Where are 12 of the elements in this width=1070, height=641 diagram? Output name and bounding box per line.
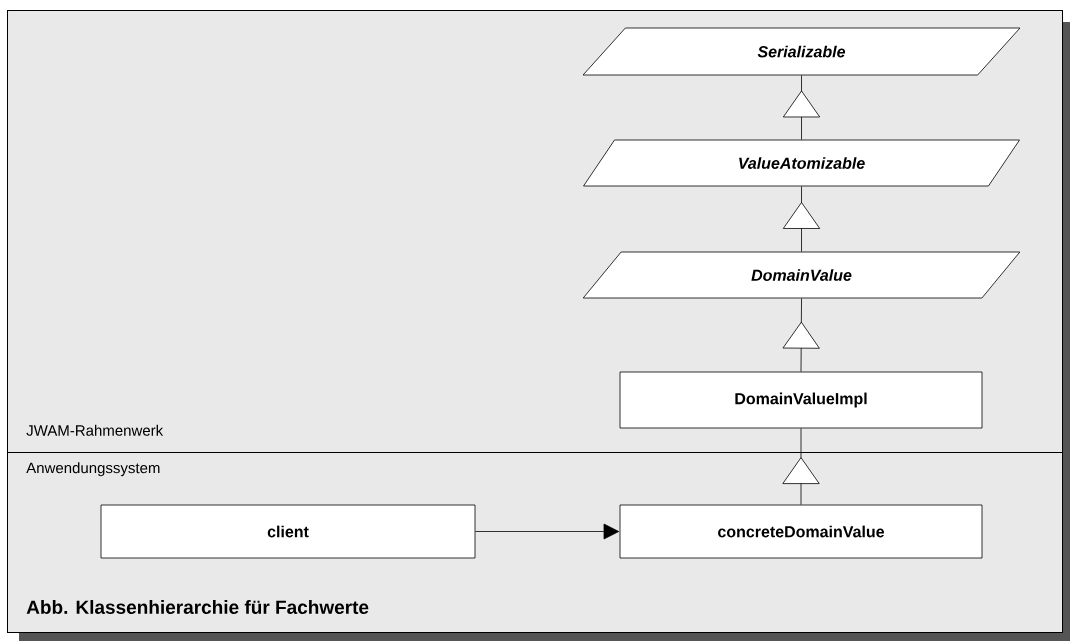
generalization-arrow — [782, 428, 820, 505]
generalization-arrow — [782, 186, 821, 252]
generalization-arrow — [782, 75, 821, 140]
association-arrow — [475, 523, 620, 540]
class-box: concreteDomainValue — [619, 504, 983, 559]
class-box: client — [100, 504, 476, 559]
interface-box: Serializable — [582, 27, 1021, 76]
caption: Abb. Klassenhierarchie für Fachwerte — [26, 600, 369, 614]
interface-box: DomainValue — [582, 251, 1021, 299]
interface-box: ValueAtomizable — [583, 139, 1020, 187]
generalization-arrow — [782, 298, 820, 372]
class-box: DomainValueImpl — [619, 371, 983, 429]
